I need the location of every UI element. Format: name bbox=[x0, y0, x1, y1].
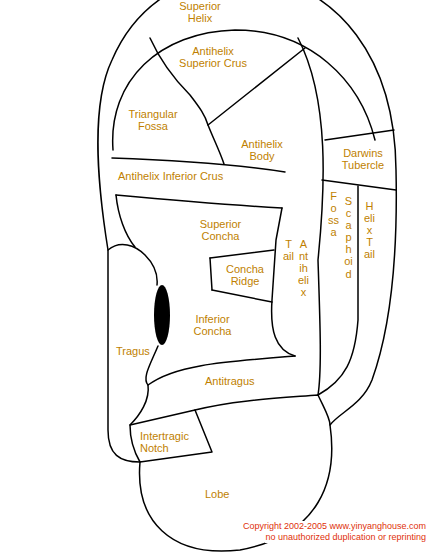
part-label: Antihelix Inferior Crus bbox=[118, 170, 223, 182]
part-label: Helix Tail bbox=[364, 200, 375, 260]
concha-ridge-top-line bbox=[210, 250, 274, 258]
part-label: Antihelix Superior Crus bbox=[178, 45, 248, 69]
intertragic-notch-line bbox=[130, 410, 212, 462]
concha-ridge-bottom-line bbox=[212, 290, 272, 302]
part-label: Superior Concha bbox=[183, 218, 258, 242]
part-label: Intertragic Notch bbox=[140, 430, 200, 454]
tragus-top-line bbox=[108, 245, 157, 285]
tubercle-bottom-line bbox=[322, 180, 396, 190]
concha-ridge-left-line bbox=[210, 258, 212, 290]
part-label: Darwins Tubercle bbox=[338, 147, 388, 171]
tubercle-top-line bbox=[325, 130, 394, 140]
part-label: Antihelix bbox=[298, 238, 309, 298]
part-label: Inferior Concha bbox=[180, 313, 245, 337]
part-label: Tragus bbox=[116, 345, 150, 357]
antitragus-lower-line bbox=[195, 395, 330, 425]
ear-canal bbox=[154, 285, 170, 345]
part-label: Antihelix Body bbox=[234, 138, 290, 162]
copyright-note: no unauthorized duplication or reprintin… bbox=[265, 532, 426, 543]
antihelix-tail-line bbox=[272, 208, 295, 356]
part-label: Fossa bbox=[328, 190, 339, 238]
part-label: Antitragus bbox=[205, 375, 255, 387]
ear-outline bbox=[98, 0, 396, 551]
tragus-lower-line bbox=[130, 346, 158, 425]
part-label: Superior Helix bbox=[170, 0, 230, 24]
part-label: Tail bbox=[283, 238, 294, 262]
part-label: Scaphoid bbox=[343, 195, 354, 280]
inner-helix-line bbox=[113, 30, 375, 150]
part-label: Triangular Fossa bbox=[124, 108, 182, 132]
part-label: Concha Ridge bbox=[220, 263, 270, 287]
part-label: Lobe bbox=[205, 488, 229, 500]
copyright-note: Copyright 2002-2005 www.yinyanghouse.com bbox=[243, 521, 426, 532]
inferior-crus-lower-line bbox=[116, 195, 282, 208]
concha-left-line bbox=[116, 195, 135, 247]
antihelix-outer-line bbox=[298, 38, 323, 395]
inner-helix-lower-line bbox=[318, 186, 358, 395]
